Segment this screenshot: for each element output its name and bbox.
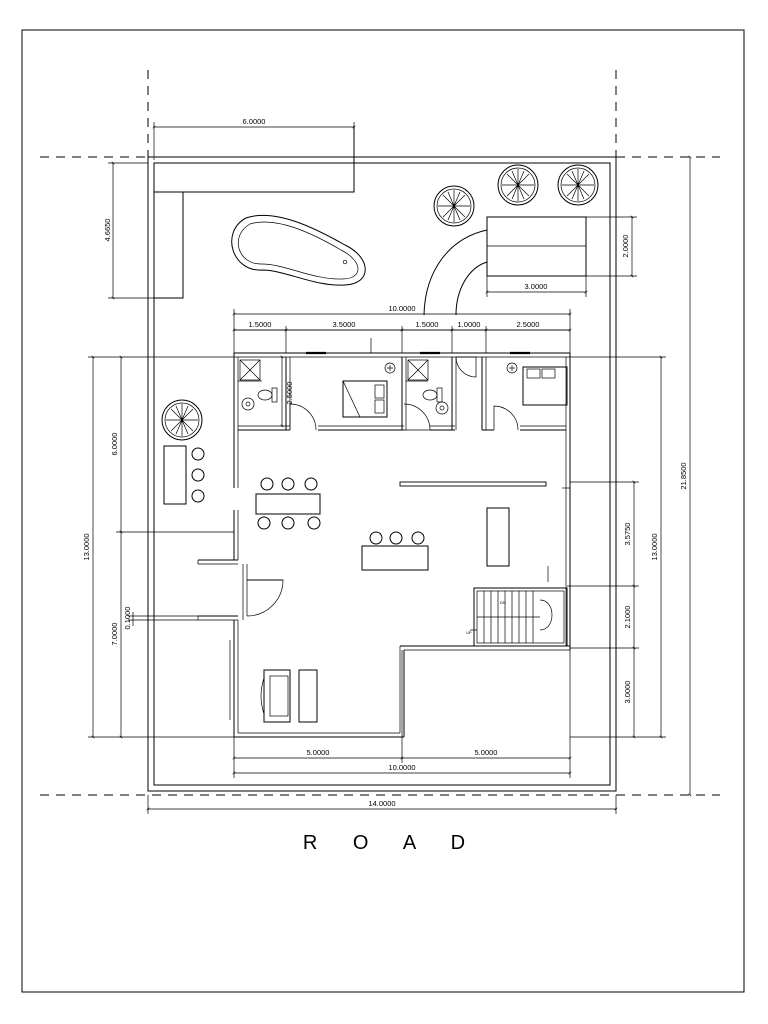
dim-room-depth: 2.5000	[285, 382, 294, 405]
sheet-border	[21, 29, 745, 993]
dim-house-width-bottom: 10.0000	[388, 763, 415, 772]
dim-seg-2: 3.5000	[333, 320, 356, 329]
dim-seg-3: 1.5000	[416, 320, 439, 329]
dimension-labels: 6.0000 4.6650 10.0000 1.5000 3.5000 1.50…	[82, 117, 688, 808]
tree-2	[497, 164, 539, 206]
dining-table	[255, 477, 321, 530]
stair-dn-label: DN	[500, 600, 506, 605]
dim-parking-depth: 2.0000	[621, 235, 630, 258]
bath-fixtures-right	[407, 359, 449, 415]
tree-1	[433, 185, 475, 227]
swimming-pool	[231, 214, 366, 286]
dim-house-width-top: 10.0000	[388, 304, 415, 313]
stair-up-label: UP	[466, 630, 472, 635]
dim-right-mid: 2.1000	[623, 606, 632, 629]
dim-parking-width: 3.0000	[525, 282, 548, 291]
doors	[246, 356, 519, 617]
dim-house-depth-right: 13.0000	[650, 533, 659, 560]
tree-4	[161, 399, 203, 441]
dim-seg-4: 1.0000	[458, 320, 481, 329]
road-label: R O A D	[303, 832, 465, 854]
bed-2	[506, 362, 568, 406]
dim-house-depth-left: 13.0000	[82, 533, 91, 560]
dimension-lines	[88, 122, 692, 814]
stair: UP DN	[466, 587, 568, 647]
driveway-arc-inner	[455, 261, 488, 316]
dim-left-lower: 7.0000	[110, 623, 119, 646]
kitchen-island	[486, 507, 510, 567]
dim-bottom-left: 5.0000	[307, 748, 330, 757]
bed-1	[342, 362, 396, 418]
tree-3	[557, 164, 599, 206]
dim-seg-5: 2.5000	[517, 320, 540, 329]
rear-setback-outline	[154, 126, 355, 193]
dim-right-lower: 3.0000	[623, 681, 632, 704]
side-bench-seating	[163, 445, 205, 505]
dim-left-upper: 6.0000	[110, 433, 119, 456]
site-boundary-outer	[147, 156, 617, 792]
dim-setback-depth: 4.6650	[103, 219, 112, 242]
bar-counter	[361, 531, 429, 571]
dashed-extension-lines	[40, 70, 720, 796]
dim-entry-gap: 0.1000	[123, 607, 132, 630]
living-sofa	[260, 669, 318, 723]
dim-seg-1: 1.5000	[249, 320, 272, 329]
dim-setback-width: 6.0000	[243, 117, 266, 126]
rear-setback-l	[154, 126, 355, 299]
dim-bottom-right: 5.0000	[475, 748, 498, 757]
parking-pad	[486, 216, 587, 277]
driveway-arc-outer	[423, 229, 488, 316]
bath-fixtures-left	[239, 359, 278, 411]
site-boundary-inner	[153, 162, 611, 786]
dim-right-upper: 3.5750	[623, 523, 632, 546]
dim-site-width: 14.0000	[368, 799, 395, 808]
dim-site-depth: 21.8500	[679, 462, 688, 489]
